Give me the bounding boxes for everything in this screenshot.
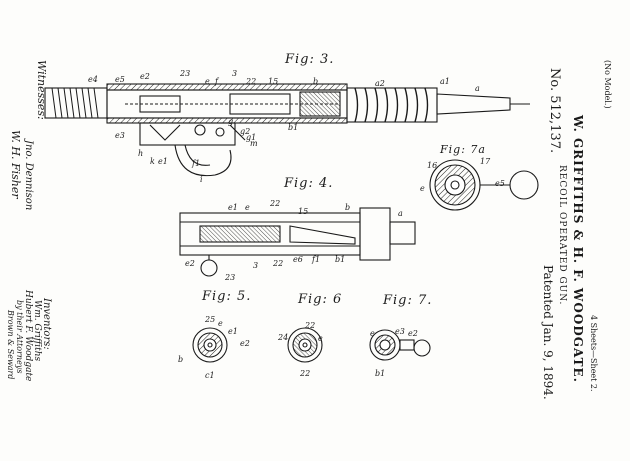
label-fig3-15: f1 [192, 159, 201, 168]
fig3-lower-housing [139, 122, 236, 146]
fig7-drawing [369, 329, 431, 361]
label-fig3-8: 15 [268, 77, 279, 86]
label-fig3-16: h [138, 149, 144, 158]
label-fig3-6: 3 [232, 69, 238, 78]
label-fig4-5: a [398, 209, 403, 218]
label-fig4-4: b [345, 203, 351, 212]
label-fig5-0: 25 [205, 315, 216, 324]
label-fig4-1: e [245, 203, 250, 212]
label-fig4-9: 22 [273, 259, 284, 268]
label-fig3-3: 23 [180, 69, 191, 78]
label-fig4-12: b1 [335, 255, 346, 264]
label-fig5-4: e2 [240, 339, 250, 348]
label-fig3-4: e [205, 77, 210, 86]
label-fig7a-2: e [420, 184, 425, 193]
fig4-drawing [179, 207, 416, 277]
label-fig7-1: e3 [395, 327, 405, 336]
label-fig4-2: 22 [270, 199, 281, 208]
label-fig4-10: e6 [293, 255, 303, 264]
label-fig3-2: e2 [140, 72, 150, 81]
label-fig3-11: a1 [440, 77, 450, 86]
label-fig5-3: e1 [228, 327, 238, 336]
label-fig3-17: g [228, 117, 234, 126]
fig7a-drawing [429, 159, 539, 211]
fig3-coil-left [51, 87, 99, 119]
label-fig3-23: i [200, 175, 203, 184]
fig3-barrel [436, 93, 511, 115]
fig6-outer [287, 327, 323, 363]
label-fig5-2: b [178, 355, 184, 364]
label-fig3-12: a [475, 84, 480, 93]
label-fig3-19: g1 [246, 133, 257, 142]
fig7a-title: Fig: 7a [440, 143, 486, 156]
label-fig7-0: e [370, 329, 375, 338]
label-fig3-13: e3 [115, 131, 125, 140]
label-fig3-22: k [150, 157, 155, 166]
label-fig7a-1: 17 [480, 157, 491, 166]
label-fig3-14: e1 [158, 157, 168, 166]
label-fig4-11: f1 [312, 255, 321, 264]
label-fig3-9: b [313, 77, 319, 86]
fig7-title: Fig: 7. [383, 293, 433, 308]
label-fig3-20: m [250, 139, 258, 148]
label-fig6-1: 22 [305, 321, 316, 330]
fig3-jacket [346, 87, 438, 123]
label-fig4-3: 15 [298, 207, 309, 216]
fig5-title: Fig: 5. [202, 289, 252, 304]
label-fig6-2: e [318, 334, 323, 343]
label-fig7-2: e2 [408, 329, 418, 338]
label-fig4-7: 23 [225, 273, 236, 282]
label-fig7a-0: 16 [427, 161, 438, 170]
label-fig5-5: c1 [205, 371, 215, 380]
fig3-receiver-bottom [106, 117, 348, 124]
fig7-ball [413, 339, 431, 357]
label-fig5-1: e [218, 319, 223, 328]
label-fig7a-3: e5 [495, 179, 505, 188]
label-fig3-7: 22 [246, 77, 257, 86]
label-fig3-18: g2 [240, 127, 251, 136]
label-fig3-10: a2 [375, 79, 385, 88]
label-fig6-0: 24 [278, 333, 289, 342]
fig3-trigger [184, 144, 211, 166]
label-fig3-21: b1 [288, 123, 299, 132]
fig3-trigger-guard [174, 144, 232, 177]
fig6-title: Fig: 6 [298, 292, 343, 307]
fig7a-ball [509, 170, 539, 200]
fig4-title: Fig: 4. [284, 176, 334, 191]
fig4-muzzle [389, 221, 416, 245]
label-fig3-5: f [215, 77, 218, 86]
fig6-drawing [287, 327, 323, 363]
fig4-block [359, 207, 391, 261]
fig3-title: Fig: 3. [285, 52, 335, 67]
label-fig3-0: e4 [88, 75, 98, 84]
label-fig7-3: b1 [375, 369, 386, 378]
label-fig4-0: e1 [228, 203, 238, 212]
label-fig4-8: 3 [253, 261, 259, 270]
fig5-drawing [192, 327, 228, 363]
fig3-receiver-top [106, 83, 348, 91]
fig3-jacket-rings [354, 87, 429, 123]
label-fig6-3: 22 [300, 369, 311, 378]
label-fig3-1: e5 [115, 75, 125, 84]
fig5-outer [192, 327, 228, 363]
fig4-knob [200, 259, 218, 277]
label-fig4-6: e2 [185, 259, 195, 268]
fig3-drawing [44, 83, 530, 177]
